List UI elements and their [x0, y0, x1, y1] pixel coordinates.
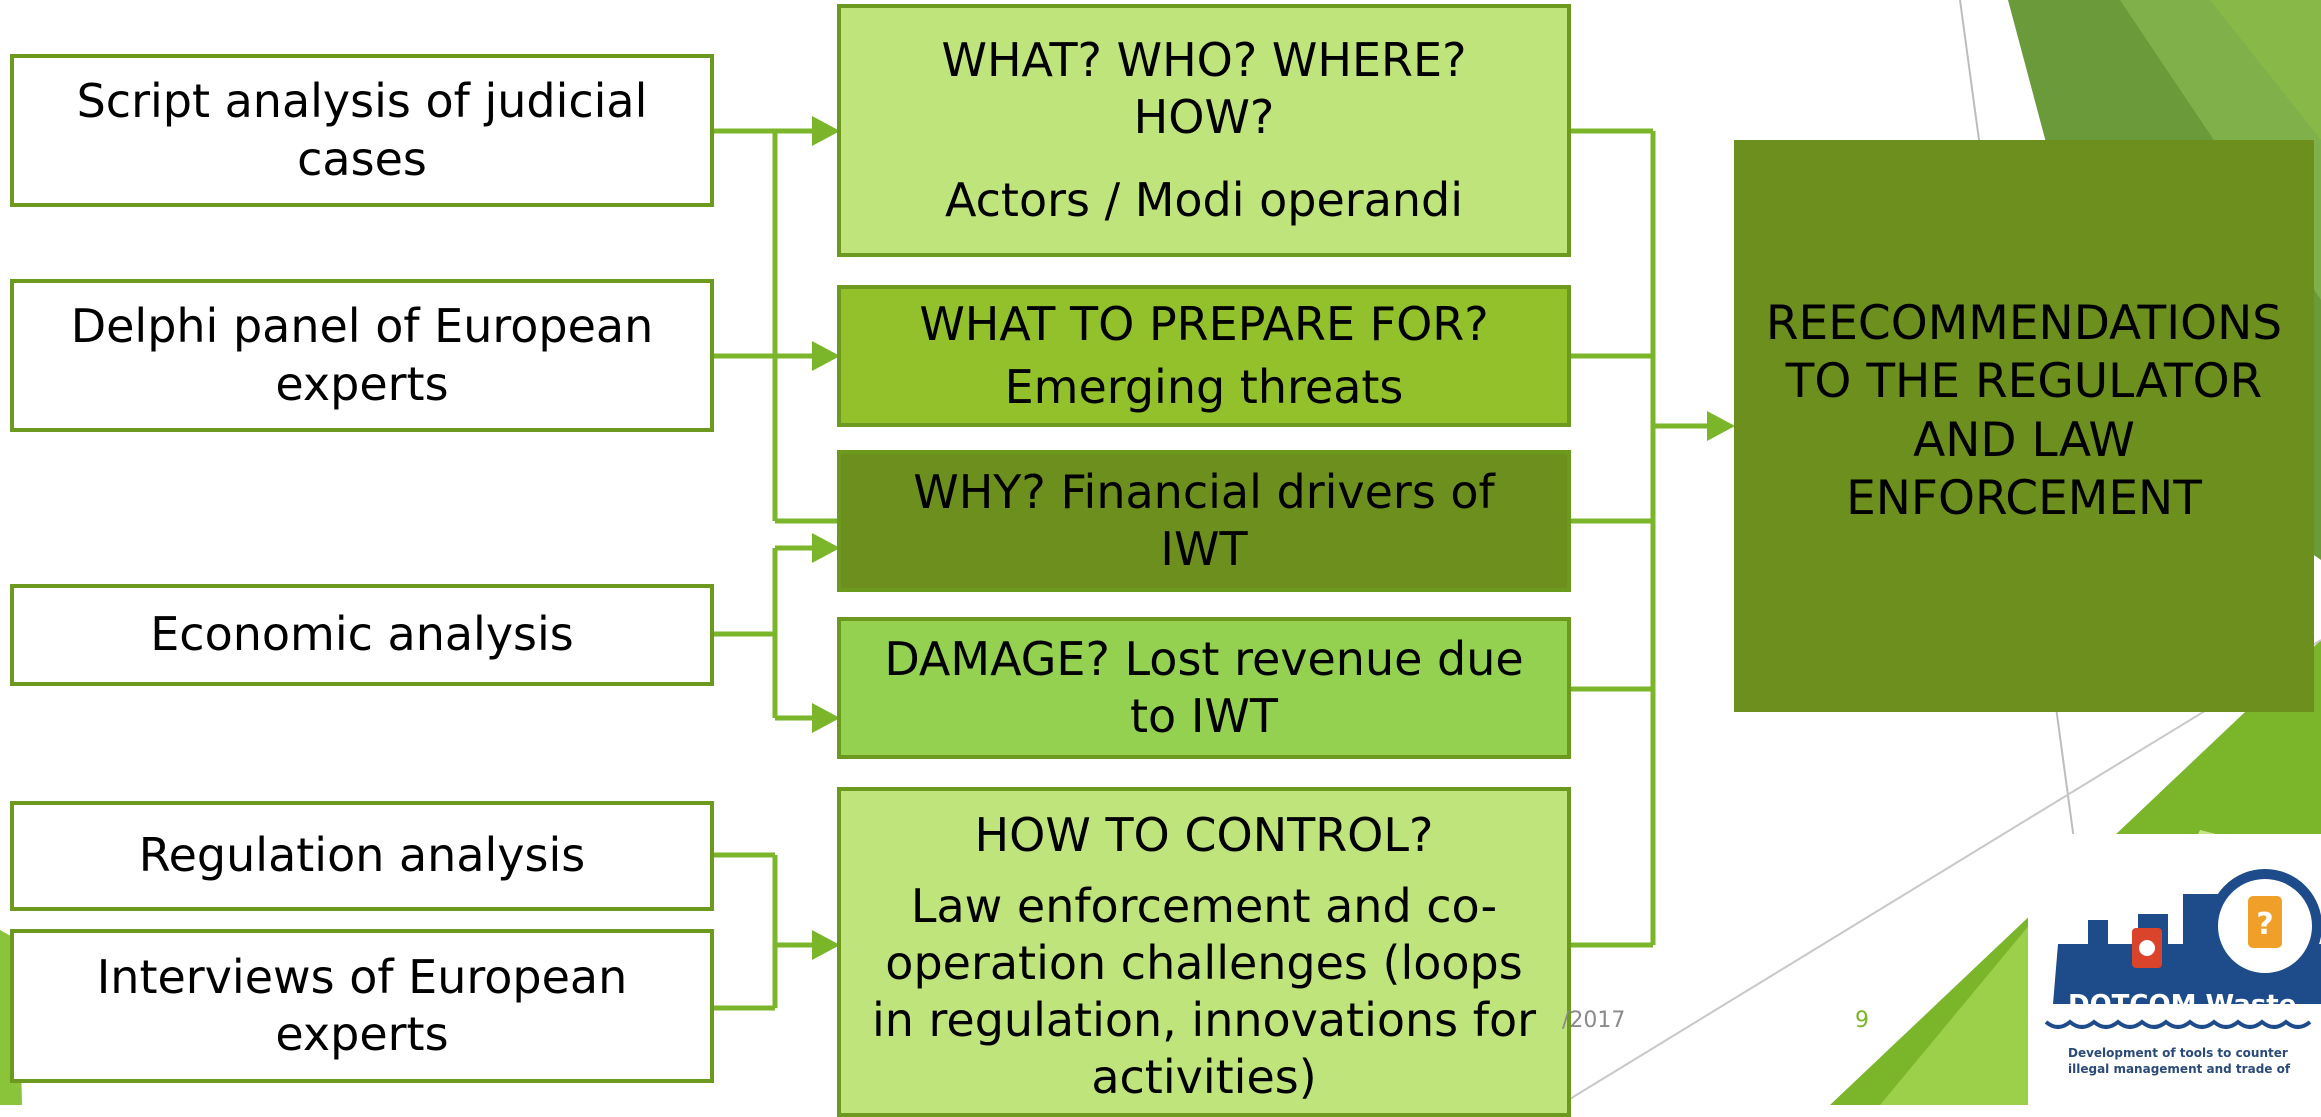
result-box-recommendations: REECOMMENDATIONS TO THE REGULATOR AND LA…: [1734, 140, 2314, 712]
source-label: Interviews of European experts: [96, 949, 628, 1061]
source-box-regulation-analysis: Regulation analysis: [10, 801, 714, 911]
output-question: WHAT? WHO? WHERE? HOW?: [941, 32, 1467, 144]
source-label: Delphi panel of European experts: [70, 299, 654, 411]
output-answer: Emerging threats: [1004, 360, 1404, 414]
output-question: WHAT TO PREPARE FOR?: [919, 296, 1489, 351]
output-box-prepare: WHAT TO PREPARE FOR? Emerging threats: [837, 285, 1571, 427]
output-box-damage: DAMAGE? Lost revenue due to IWT: [837, 617, 1571, 759]
logo-name: DOTCOM Waste: [2068, 990, 2297, 1020]
output-question: WHY? Financial drivers of IWT: [913, 464, 1495, 576]
output-question: HOW TO CONTROL?: [974, 808, 1434, 862]
source-label: Regulation analysis: [138, 828, 586, 883]
page-number: 9: [1855, 1008, 1869, 1033]
output-question: DAMAGE? Lost revenue due to IWT: [884, 631, 1524, 743]
logo-tagline: Development of tools to counter illegal …: [2068, 1046, 2291, 1076]
source-box-interviews: Interviews of European experts: [10, 929, 714, 1083]
dotcom-waste-logo: ? DOTCOM Waste Development of tools to c…: [2028, 834, 2321, 1105]
output-answer: Law enforcement and co-operation challen…: [871, 879, 1537, 1105]
source-label: Script analysis of judicial cases: [76, 74, 648, 186]
source-box-economic-analysis: Economic analysis: [10, 584, 714, 686]
output-box-what-who: WHAT? WHO? WHERE? HOW? Actors / Modi ope…: [837, 4, 1571, 257]
svg-text:?: ?: [2256, 907, 2273, 942]
source-label: Economic analysis: [150, 607, 574, 662]
result-label: REECOMMENDATIONS TO THE REGULATOR AND LA…: [1765, 296, 2283, 526]
source-box-delphi-panel: Delphi panel of European experts: [10, 279, 714, 432]
source-box-script-analysis: Script analysis of judicial cases: [10, 54, 714, 207]
ship-logo-icon: ?: [2044, 869, 2321, 1029]
footer-date: /2017: [1562, 1008, 1626, 1033]
output-box-control: HOW TO CONTROL? Law enforcement and co-o…: [837, 787, 1571, 1117]
output-box-why: WHY? Financial drivers of IWT: [837, 450, 1571, 592]
output-answer: Actors / Modi operandi: [944, 173, 1464, 228]
